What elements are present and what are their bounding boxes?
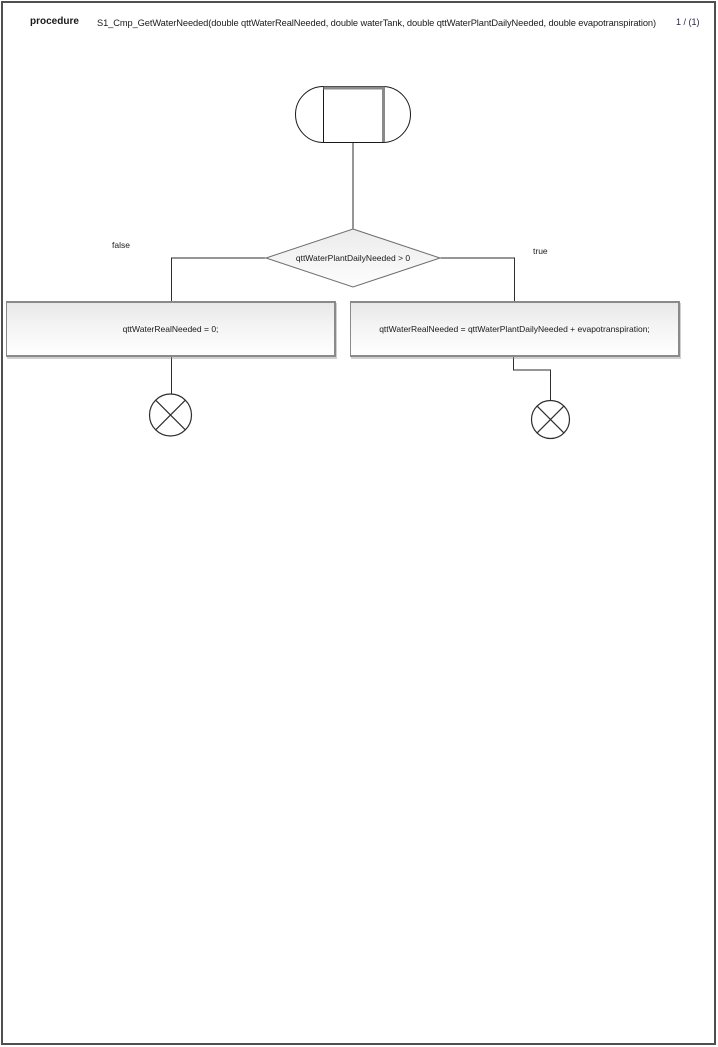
action-node-false: qttWaterRealNeeded = 0;: [6, 301, 336, 357]
connector-false-branch: [171, 257, 266, 301]
page-indicator: 1 / (1): [676, 17, 700, 27]
true-branch-label: true: [533, 246, 548, 256]
decision-diamond: [264, 228, 442, 288]
start-node: [295, 86, 411, 143]
procedure-signature: S1_Cmp_GetWaterNeeded(double qttWaterRea…: [97, 18, 656, 28]
false-branch-label: false: [112, 240, 130, 250]
connector-true-branch: [440, 257, 515, 301]
procedure-kind-label: procedure: [30, 16, 79, 27]
flow-final-false-icon: [148, 393, 193, 437]
action-node-true: qttWaterRealNeeded = qttWaterPlantDailyN…: [350, 301, 680, 357]
flow-final-true-icon: [530, 399, 571, 440]
connector-true-to-final: [513, 357, 551, 400]
decision-condition: qttWaterPlantDailyNeeded > 0: [295, 253, 411, 263]
action-node-false-text: qttWaterRealNeeded = 0;: [122, 324, 219, 334]
action-node-true-text: qttWaterRealNeeded = qttWaterPlantDailyN…: [379, 324, 650, 334]
